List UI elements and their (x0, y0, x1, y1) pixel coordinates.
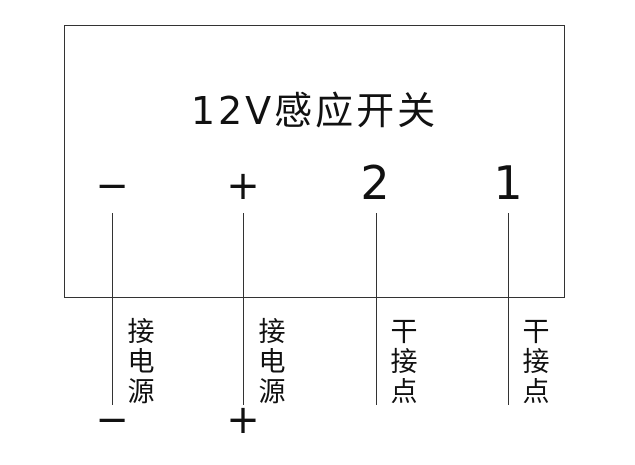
switch-module-box (64, 25, 565, 298)
wire-1 (508, 213, 509, 405)
terminal-plus-label: + (226, 163, 260, 209)
wire-2 (376, 213, 377, 405)
wire-minus (112, 213, 113, 405)
terminal-plus-description: 接电源 (258, 317, 286, 408)
wire-minus-end-sign: − (95, 397, 129, 443)
terminal-minus-label: − (95, 163, 129, 209)
terminal-1-label: 1 (493, 156, 523, 210)
wire-plus-end-sign: + (226, 397, 260, 443)
terminal-2-label: 2 (360, 156, 390, 210)
terminal-minus-description: 接电源 (127, 317, 155, 408)
terminal-1-description: 干接点 (522, 317, 550, 408)
terminal-2-description: 干接点 (390, 317, 418, 408)
wire-plus (243, 213, 244, 405)
module-title: 12V感应开关 (190, 89, 439, 133)
